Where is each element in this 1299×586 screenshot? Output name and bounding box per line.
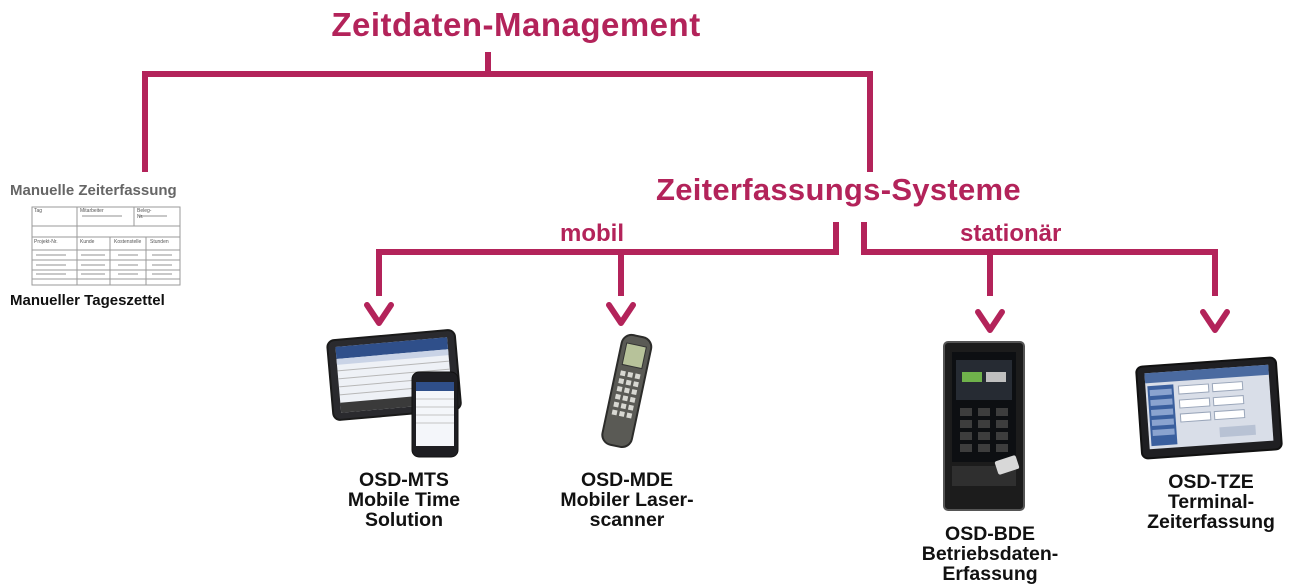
tze-terminal-icon — [1135, 356, 1283, 460]
tze-label-line3: Zeiterfassung — [1147, 511, 1275, 533]
manual-heading: Manuelle Zeiterfassung — [10, 182, 177, 199]
bde-label-line3: Erfassung — [942, 563, 1038, 585]
arrow-tze — [1200, 309, 1230, 333]
arrow-bde — [975, 309, 1005, 333]
top-connector — [142, 52, 873, 172]
form-header-mitarbeiter: Mitarbeiter — [80, 208, 104, 214]
form-header-tag: Tag — [34, 208, 43, 214]
form-col-kunde: Kunde — [80, 239, 95, 245]
mts-label-line1: OSD-MTS — [359, 469, 449, 491]
mts-label-line2: Mobile Time — [347, 489, 461, 511]
timesheet-form-icon — [31, 206, 181, 286]
tze-label-line2: Terminal- — [1167, 491, 1255, 513]
connector-lines — [142, 52, 1218, 296]
form-col-kostenstelle: Kostenstelle — [114, 239, 142, 245]
mde-label: OSD-MDE Mobiler Laser- scanner — [532, 470, 722, 530]
bde-label-line2: Betriebsdaten- — [921, 543, 1059, 565]
manual-caption: Manueller Tageszettel — [10, 292, 165, 309]
mts-label-line3: Solution — [365, 509, 443, 531]
main-title: Zeitdaten-Management — [331, 6, 701, 43]
handheld-scanner-icon — [601, 333, 653, 449]
systems-title: Zeiterfassungs-Systeme — [656, 172, 1021, 207]
mobil-connector — [376, 222, 839, 296]
bde-label: OSD-BDE Betriebsdaten- Erfassung — [895, 524, 1085, 584]
mde-label-line2: Mobiler Laser- — [560, 489, 694, 511]
mde-label-line1: OSD-MDE — [580, 469, 674, 491]
stationaer-connector — [861, 222, 1218, 296]
form-col-projekt: Projekt-Nr. — [34, 239, 58, 245]
tze-label: OSD-TZE Terminal- Zeiterfassung — [1125, 472, 1297, 532]
arrowheads — [364, 302, 1230, 333]
form-header-beleg: Beleg-Nr. — [137, 208, 152, 220]
branch-label-stationaer: stationär — [960, 220, 1062, 247]
bde-label-line1: OSD-BDE — [945, 523, 1035, 545]
tze-label-line1: OSD-TZE — [1168, 471, 1254, 493]
bde-terminal-icon — [943, 341, 1025, 511]
arrow-mde — [606, 302, 636, 326]
mde-label-line3: scanner — [589, 509, 665, 531]
form-col-stunden: Stunden — [150, 239, 169, 245]
mts-label: OSD-MTS Mobile Time Solution — [334, 470, 474, 530]
arrow-mts — [364, 302, 394, 326]
tablet-phone-icon — [326, 329, 462, 458]
branch-label-mobil: mobil — [560, 220, 624, 247]
